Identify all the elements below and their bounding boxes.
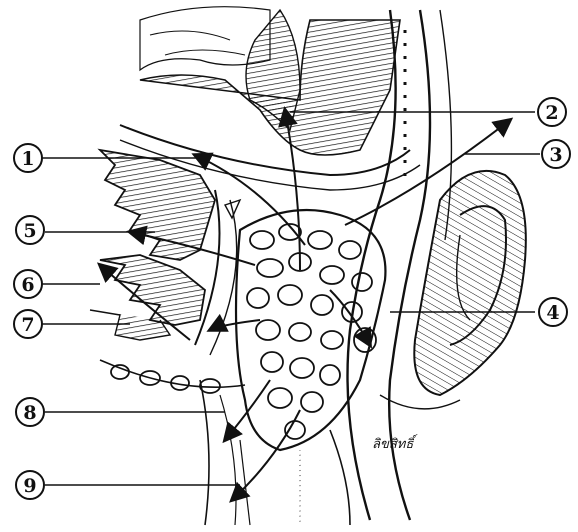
callout-9: 9: [16, 471, 44, 499]
callout-4-label: 4: [546, 302, 559, 324]
callout-2-label: 2: [545, 102, 558, 124]
callout-6-label: 6: [21, 274, 34, 296]
neck-tissue: [200, 380, 460, 525]
callout-1: 1: [14, 144, 42, 172]
signature-text: ลิขสิทธิ์: [372, 434, 418, 452]
callout-3-label: 3: [549, 144, 562, 166]
callout-7-label: 7: [21, 314, 34, 336]
callout-7: 7: [14, 310, 42, 338]
ear: [414, 171, 526, 395]
callout-5: 5: [16, 216, 44, 244]
callout-8: 8: [16, 398, 44, 426]
callout-4: 4: [539, 298, 567, 326]
callout-6: 6: [14, 270, 42, 298]
callout-3: 3: [542, 140, 570, 168]
callout-5-label: 5: [23, 220, 36, 242]
callout-1-label: 1: [21, 148, 34, 170]
callout-8-label: 8: [23, 402, 36, 424]
callout-2: 2: [538, 98, 566, 126]
artist-signature: ลิขสิทธิ์: [372, 434, 418, 452]
callout-9-label: 9: [23, 475, 36, 497]
